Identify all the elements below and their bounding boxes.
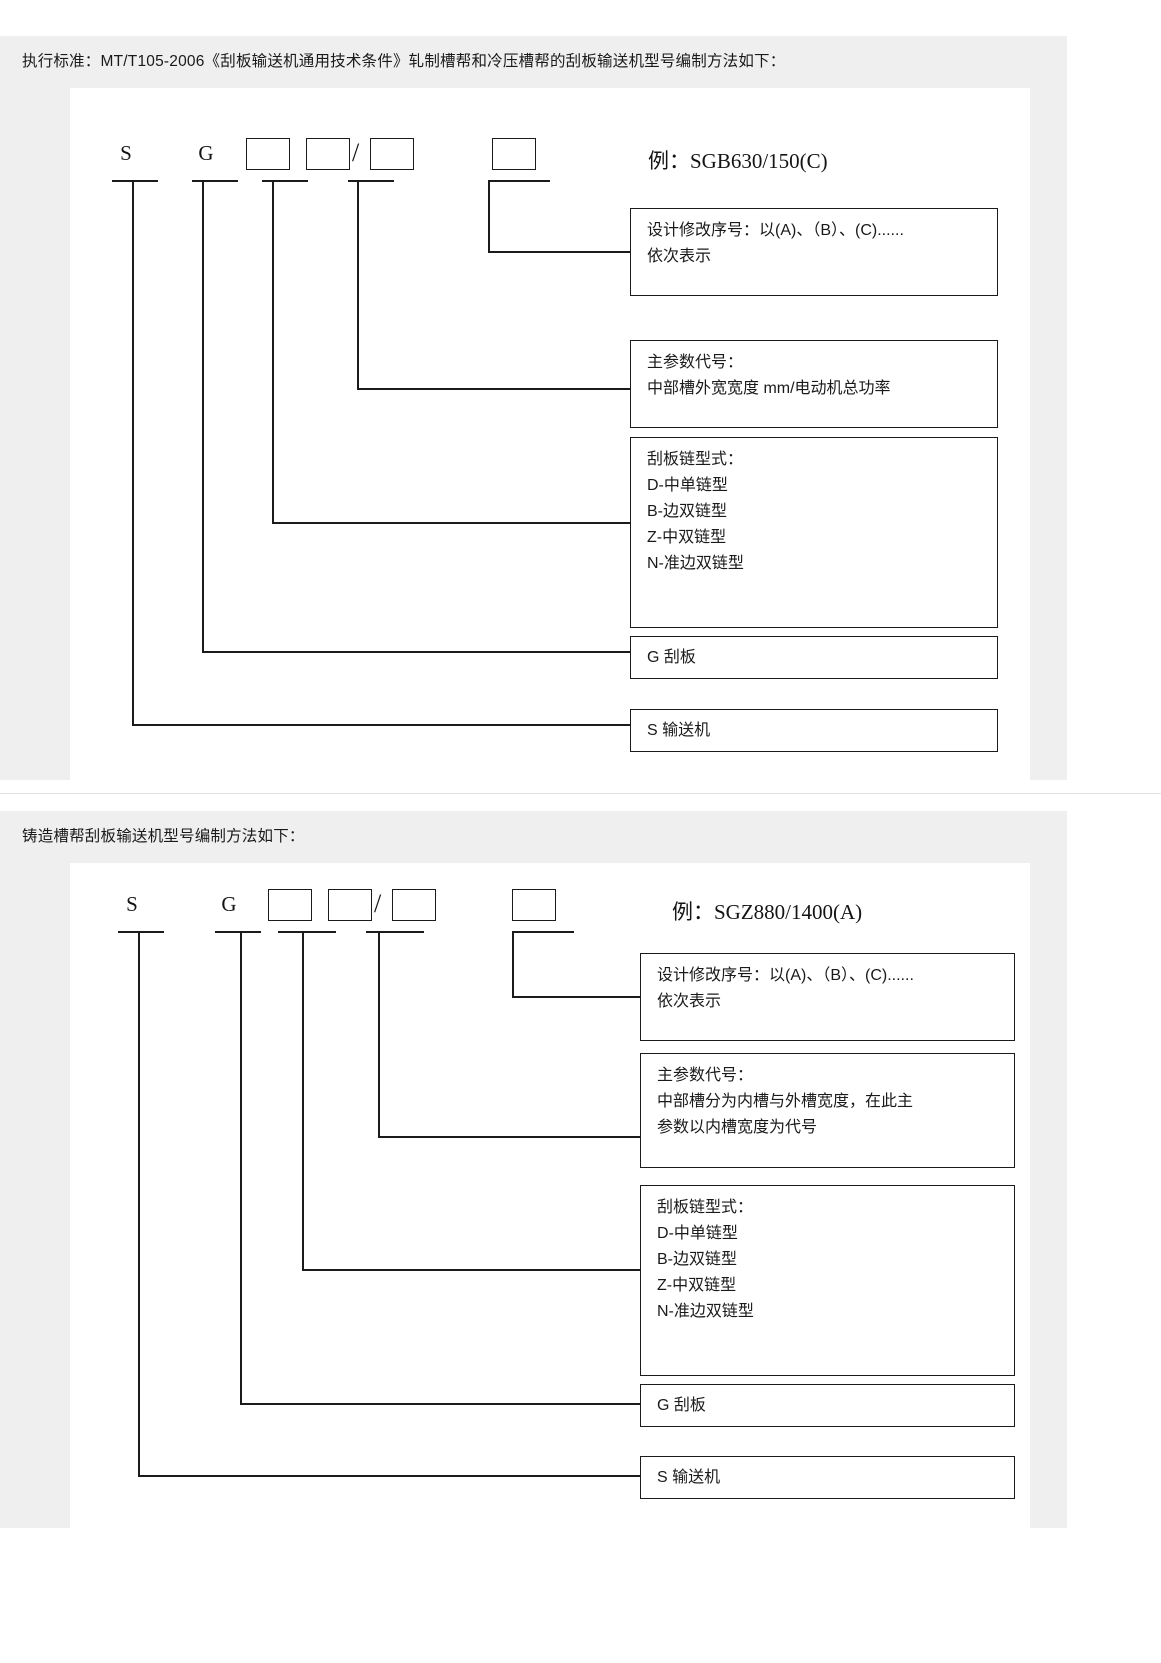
- section-1-leader-param-right: [357, 388, 630, 390]
- box-line: N-准边双链型: [647, 554, 744, 572]
- section-2-leader-rev-top: [512, 931, 574, 933]
- box-line: 依次表示: [647, 247, 712, 265]
- section-1-box-design-revision: 设计修改序号：以(A)、（B）、(C)...... 依次表示: [630, 208, 998, 296]
- box-line: 刮板链型式：: [647, 451, 744, 468]
- box-line: 主参数代号：: [657, 1067, 754, 1084]
- section-1-slot-2: [306, 138, 350, 170]
- box-line: 中部槽外宽宽度 mm/电动机总功率: [647, 379, 891, 397]
- section-1-tick-g: [192, 180, 238, 182]
- section-2-example-label: 例：SGZ880/1400(A): [672, 900, 863, 924]
- box-line: D-中单链型: [657, 1224, 738, 1242]
- section-1-header-band: 执行标准：MT/T105-2006《刮板输送机通用技术条件》轧制槽帮和冷压槽帮的…: [0, 36, 1067, 88]
- box-line: D-中单链型: [647, 476, 728, 494]
- section-1-box-chain-type: 刮板链型式： D-中单链型 B-边双链型 Z-中双链型 N-准边双链型: [630, 437, 998, 628]
- section-2-leader-g-down: [240, 931, 242, 1404]
- section-2-leader-param-right: [378, 1136, 640, 1138]
- section-1-tick-slot12: [262, 180, 308, 182]
- box-line: Z-中双链型: [647, 528, 727, 546]
- section-2-slot-3: [392, 889, 436, 921]
- section-2-leader-rev-down: [512, 931, 514, 997]
- section-1-slot-4: [492, 138, 536, 170]
- section-2-tick-slot12: [278, 931, 336, 933]
- box-line: 参数以内槽宽度为代号: [657, 1118, 818, 1136]
- section-1-left-strip: [0, 88, 70, 780]
- section-1-box-main-parameter: 主参数代号： 中部槽外宽宽度 mm/电动机总功率: [630, 340, 998, 428]
- section-1-slot-3: [370, 138, 414, 170]
- box-line: S 输送机: [647, 721, 711, 739]
- section-2-leader-rev-right: [512, 996, 640, 998]
- section-1-leader-g-right: [202, 651, 630, 653]
- section-1-leader-s-right: [132, 724, 630, 726]
- section-1-leader-chain-down: [272, 180, 274, 523]
- section-2-glyph-g: G: [221, 892, 237, 916]
- section-2-leader-s-down: [138, 931, 140, 1476]
- section-2-leader-param-down: [378, 931, 380, 1137]
- section-1-tick-s: [112, 180, 158, 182]
- section-2-left-strip: [0, 863, 70, 1528]
- section-1-glyph-s: S: [120, 141, 132, 165]
- box-line: 刮板链型式：: [657, 1199, 754, 1216]
- section-1-leader-param-down: [357, 180, 359, 389]
- section-1-slash: /: [352, 138, 360, 167]
- section-2-right-strip: [1030, 863, 1067, 1528]
- section-1-header-text: 执行标准：MT/T105-2006《刮板输送机通用技术条件》轧制槽帮和冷压槽帮的…: [22, 53, 786, 71]
- box-line: 主参数代号：: [647, 354, 744, 371]
- box-line: 设计修改序号：以(A)、（B）、(C)......: [657, 967, 914, 984]
- section-1-box-scraper: G 刮板: [630, 636, 998, 679]
- section-2-box-chain-type: 刮板链型式： D-中单链型 B-边双链型 Z-中双链型 N-准边双链型: [640, 1185, 1015, 1376]
- box-line: B-边双链型: [657, 1250, 738, 1268]
- box-line: G 刮板: [657, 1396, 706, 1414]
- section-1-leader-rev-right: [488, 251, 630, 253]
- section-1-slot-1: [246, 138, 290, 170]
- section-divider: [0, 793, 1161, 794]
- section-2-slash: /: [374, 889, 382, 918]
- section-1-leader-chain-right: [272, 522, 630, 524]
- section-2-glyph-s: S: [126, 892, 138, 916]
- section-2-header-band: 铸造槽帮刮板输送机型号编制方法如下：: [0, 811, 1067, 863]
- section-1-leader-rev-down: [488, 180, 490, 252]
- box-line: 中部槽分为内槽与外槽宽度，在此主: [657, 1092, 914, 1110]
- section-1-leader-s-down: [132, 180, 134, 725]
- section-1-right-strip: [1030, 88, 1067, 780]
- section-2-leader-chain-down: [302, 931, 304, 1270]
- box-line: N-准边双链型: [657, 1302, 754, 1320]
- section-2-box-design-revision: 设计修改序号：以(A)、（B）、(C)...... 依次表示: [640, 953, 1015, 1041]
- section-2-tick-s: [118, 931, 164, 933]
- section-2-leader-s-right: [138, 1475, 640, 1477]
- box-line: S 输送机: [657, 1468, 721, 1486]
- section-1-box-conveyor: S 输送机: [630, 709, 998, 752]
- section-2-leader-g-right: [240, 1403, 640, 1405]
- box-line: G 刮板: [647, 648, 696, 666]
- box-line: 依次表示: [657, 992, 722, 1010]
- section-2-box-scraper: G 刮板: [640, 1384, 1015, 1427]
- box-line: Z-中双链型: [657, 1276, 737, 1294]
- section-2-slot-4: [512, 889, 556, 921]
- section-1-leader-g-down: [202, 180, 204, 652]
- box-line: B-边双链型: [647, 502, 728, 520]
- section-2-slot-2: [328, 889, 372, 921]
- section-2-box-main-parameter: 主参数代号： 中部槽分为内槽与外槽宽度，在此主 参数以内槽宽度为代号: [640, 1053, 1015, 1168]
- section-2-box-conveyor: S 输送机: [640, 1456, 1015, 1499]
- section-1-leader-rev-top: [488, 180, 550, 182]
- section-2-tick-g: [215, 931, 261, 933]
- section-1-example-label: 例：SGB630/150(C): [648, 149, 828, 173]
- section-2-slot-1: [268, 889, 312, 921]
- box-line: 设计修改序号：以(A)、（B）、(C)......: [647, 222, 904, 239]
- section-1-glyph-g: G: [198, 141, 214, 165]
- section-2-leader-chain-right: [302, 1269, 640, 1271]
- section-2-header-text: 铸造槽帮刮板输送机型号编制方法如下：: [22, 828, 305, 846]
- section-2-tick-slot3: [366, 931, 424, 933]
- section-1-tick-slot3: [348, 180, 394, 182]
